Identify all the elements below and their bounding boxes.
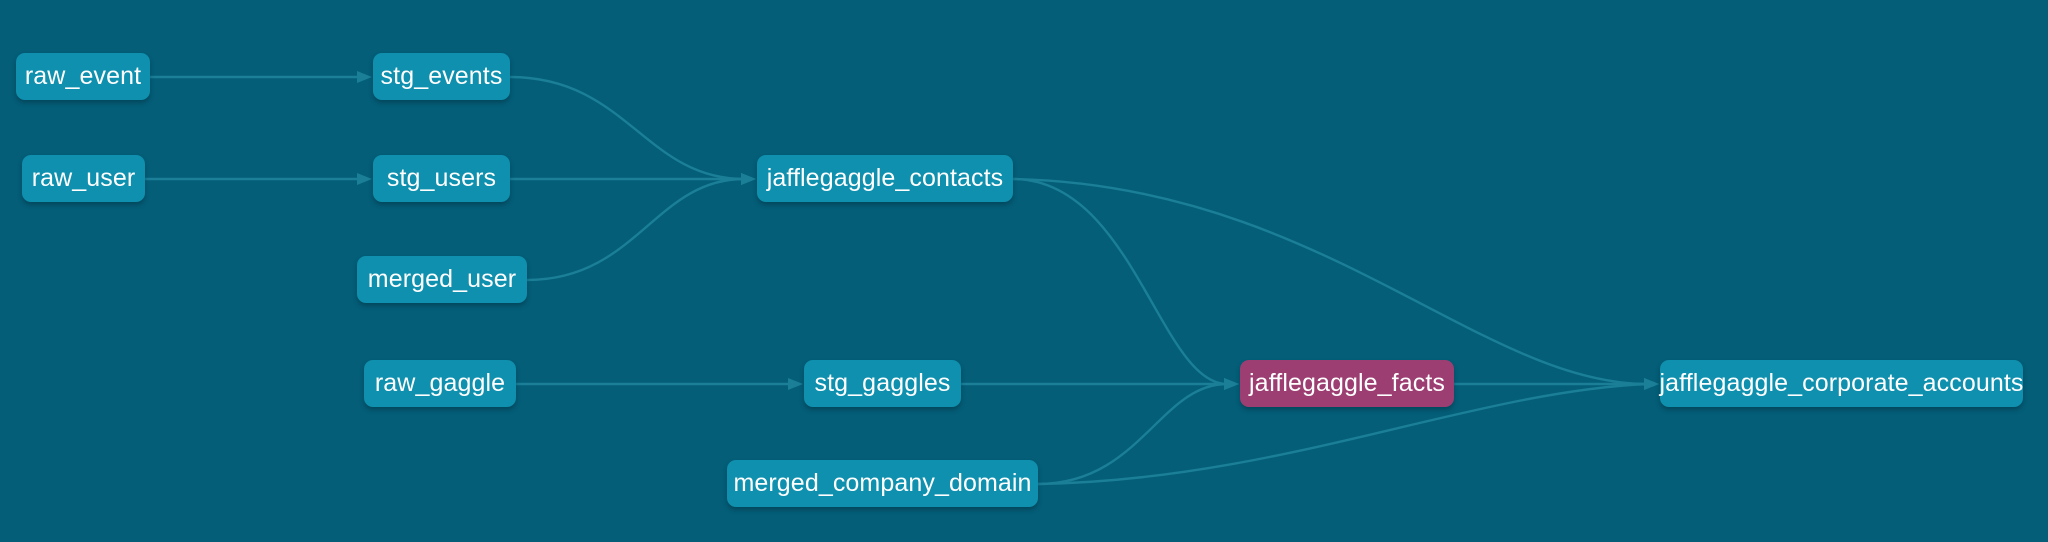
arrowhead-raw_event-to-stg_events [357,71,372,83]
node-jafflegaggle_corporate_accounts[interactable]: jafflegaggle_corporate_accounts [1660,360,2023,407]
edge-merged_company_domain-to-jafflegaggle_facts [1036,382,1229,486]
arrowhead-raw_user-to-stg_users [357,173,372,185]
edge-jafflegaggle_contacts-to-jafflegaggle_facts [1011,177,1229,386]
node-stg_events[interactable]: stg_events [373,53,510,100]
node-label-jafflegaggle_contacts: jafflegaggle_contacts [766,164,1004,192]
node-jafflegaggle_contacts[interactable]: jafflegaggle_contacts [757,155,1013,202]
node-merged_user[interactable]: merged_user [357,256,527,303]
node-raw_user[interactable]: raw_user [22,155,145,202]
arrowhead-stg_users-to-jafflegaggle_contacts [741,173,756,185]
node-jafflegaggle_facts[interactable]: jafflegaggle_facts [1240,360,1454,407]
node-merged_company_domain[interactable]: merged_company_domain [727,460,1038,507]
node-raw_gaggle[interactable]: raw_gaggle [364,360,516,407]
arrowhead-merged_user-to-jafflegaggle_contacts [741,173,756,185]
arrowhead-merged_company_domain-to-jafflegaggle_corporate_accounts [1644,378,1659,390]
node-raw_event[interactable]: raw_event [16,53,150,100]
node-label-merged_user: merged_user [367,265,517,293]
node-label-stg_users: stg_users [386,164,497,192]
node-label-stg_events: stg_events [380,62,503,90]
arrowhead-stg_events-to-jafflegaggle_contacts [741,173,756,185]
arrowhead-raw_gaggle-to-stg_gaggles [788,378,803,390]
edge-jafflegaggle_contacts-to-jafflegaggle_corporate_accounts [1011,177,1649,386]
edge-stg_events-to-jafflegaggle_contacts [508,75,746,181]
node-label-jafflegaggle_facts: jafflegaggle_facts [1249,369,1445,397]
node-stg_users[interactable]: stg_users [373,155,510,202]
arrowhead-merged_company_domain-to-jafflegaggle_facts [1224,378,1239,390]
arrowhead-jafflegaggle_facts-to-jafflegaggle_corporate_accounts [1644,378,1659,390]
arrowhead-jafflegaggle_contacts-to-jafflegaggle_corporate_accounts [1644,378,1659,390]
arrowhead-jafflegaggle_contacts-to-jafflegaggle_facts [1224,378,1239,390]
arrowhead-stg_gaggles-to-jafflegaggle_facts [1224,378,1239,390]
node-label-stg_gaggles: stg_gaggles [814,369,951,397]
node-label-merged_company_domain: merged_company_domain [733,469,1032,497]
edge-merged_user-to-jafflegaggle_contacts [525,177,746,282]
node-stg_gaggles[interactable]: stg_gaggles [804,360,961,407]
node-label-raw_event: raw_event [24,62,142,90]
node-label-raw_user: raw_user [31,164,136,192]
node-label-raw_gaggle: raw_gaggle [374,369,506,397]
node-label-jafflegaggle_corporate_accounts: jafflegaggle_corporate_accounts [1659,369,2024,397]
